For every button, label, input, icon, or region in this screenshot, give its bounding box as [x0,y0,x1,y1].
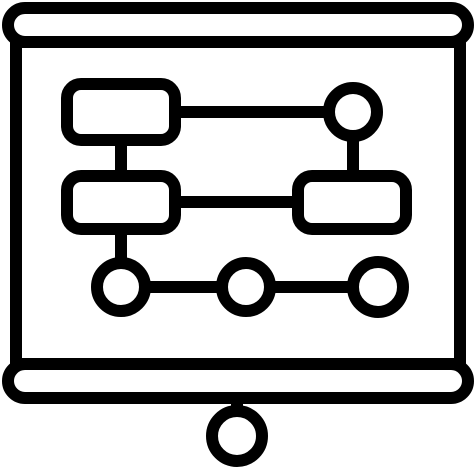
pull-knob [206,405,268,467]
flowchart-circle-2 [91,257,151,317]
flowchart-box-2 [61,170,181,235]
flowchart-circle-3 [216,257,276,317]
flowchart-circle-4 [347,256,409,318]
flowchart-circle-1 [323,82,383,142]
flowchart-box-3 [292,170,412,235]
flowchart-box-1 [61,78,181,146]
